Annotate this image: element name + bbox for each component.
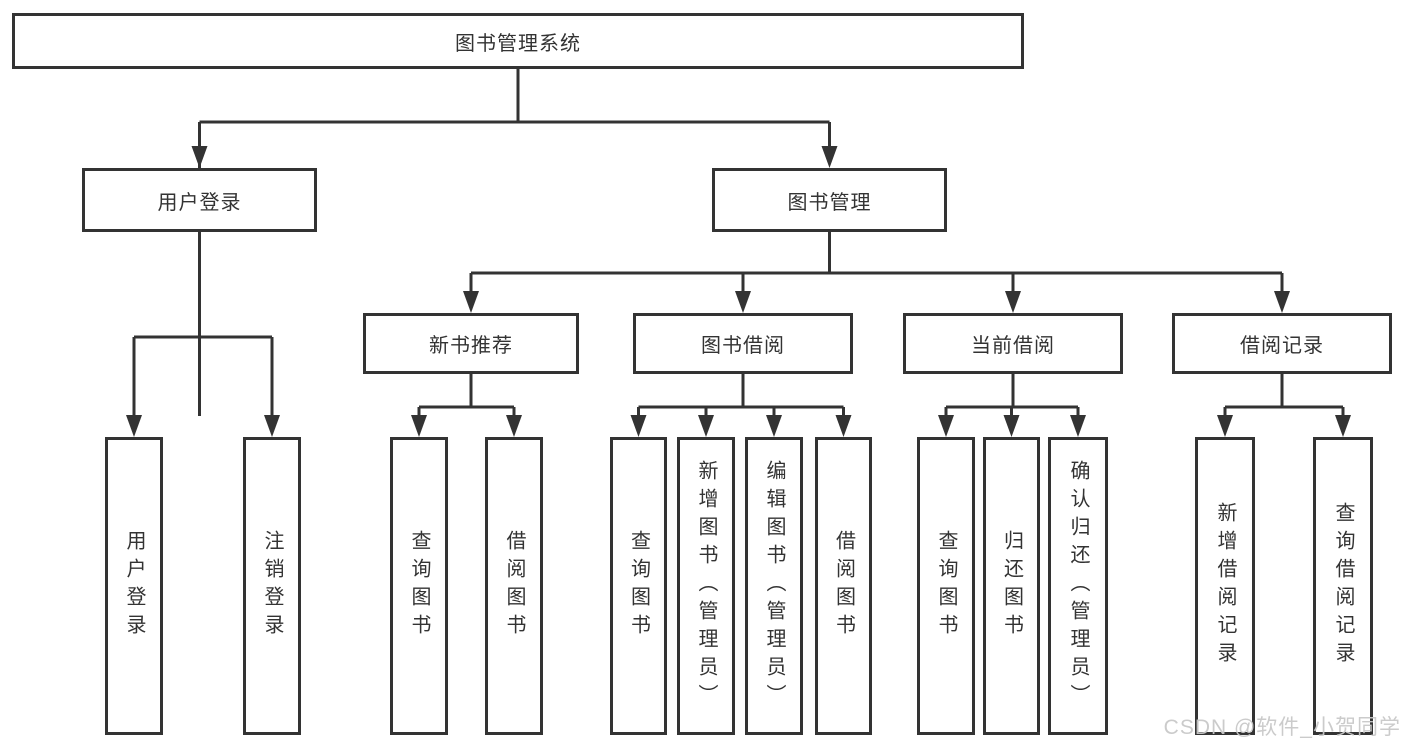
node-leaf-query-books-2-label: 查询图书: [627, 530, 650, 642]
node-leaf-borrow-books-1: 借阅图书: [485, 437, 543, 735]
node-current-borrow-label: 当前借阅: [971, 335, 1055, 357]
node-root-label: 图书管理系统: [455, 32, 581, 55]
node-leaf-query-books-2: 查询图书: [610, 437, 667, 735]
node-current-borrow: 当前借阅: [903, 313, 1123, 374]
node-leaf-query-books-3: 查询图书: [917, 437, 975, 735]
node-borrow-records: 借阅记录: [1172, 313, 1392, 374]
node-leaf-borrow-books-2-label: 借阅图书: [832, 530, 855, 642]
node-leaf-query-books-1: 查询图书: [390, 437, 448, 735]
node-leaf-logout-label: 注销登录: [261, 530, 283, 642]
node-leaf-edit-books-admin-label: 编辑图书（管理员）: [763, 460, 785, 712]
node-leaf-query-books-1-label: 查询图书: [408, 530, 430, 642]
node-leaf-add-borrow-record-label: 新增借阅记录: [1214, 502, 1236, 670]
node-book-borrow: 图书借阅: [633, 313, 853, 374]
node-leaf-add-books-admin-label: 新增图书（管理员）: [695, 460, 717, 712]
node-leaf-borrow-books-1-label: 借阅图书: [503, 530, 525, 642]
node-book-management-label: 图书管理: [787, 191, 872, 214]
watermark: CSDN @软件_小贺同学: [1163, 716, 1401, 739]
node-leaf-user-login-label: 用户登录: [123, 530, 145, 642]
node-book-management: 图书管理: [712, 168, 947, 232]
node-user-login-label: 用户登录: [157, 191, 242, 214]
node-leaf-query-books-3-label: 查询图书: [935, 530, 957, 642]
node-borrow-records-label: 借阅记录: [1240, 335, 1324, 357]
node-leaf-borrow-books-2: 借阅图书: [815, 437, 872, 735]
node-leaf-edit-books-admin: 编辑图书（管理员）: [745, 437, 803, 735]
node-book-borrow-label: 图书借阅: [701, 335, 785, 357]
node-root: 图书管理系统: [12, 13, 1024, 69]
node-leaf-query-borrow-record: 查询借阅记录: [1313, 437, 1373, 735]
node-leaf-user-login: 用户登录: [105, 437, 163, 735]
node-leaf-logout: 注销登录: [243, 437, 301, 735]
node-leaf-add-borrow-record: 新增借阅记录: [1195, 437, 1255, 735]
node-new-book-recommend-label: 新书推荐: [429, 335, 513, 357]
node-leaf-confirm-return-admin: 确认归还（管理员）: [1048, 437, 1108, 735]
node-new-book-recommend: 新书推荐: [363, 313, 579, 374]
node-leaf-query-borrow-record-label: 查询借阅记录: [1332, 502, 1354, 670]
node-user-login: 用户登录: [82, 168, 317, 232]
node-leaf-return-books-label: 归还图书: [1000, 530, 1023, 642]
node-leaf-add-books-admin: 新增图书（管理员）: [677, 437, 735, 735]
node-leaf-return-books: 归还图书: [983, 437, 1040, 735]
node-leaf-confirm-return-admin-label: 确认归还（管理员）: [1067, 460, 1089, 712]
